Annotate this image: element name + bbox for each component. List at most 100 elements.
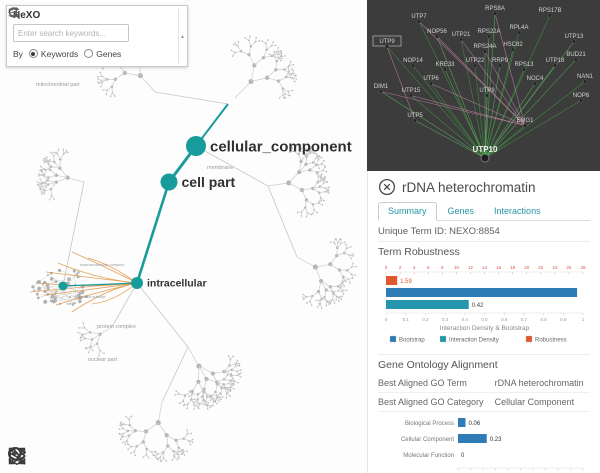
gene-label: RRP9	[492, 58, 509, 64]
tab-interactions[interactable]: Interactions	[494, 206, 541, 216]
alignment-row-category: Best Aligned GO Category Cellular Compon…	[378, 393, 590, 412]
search-input[interactable]	[13, 24, 129, 42]
svg-text:0.23: 0.23	[490, 437, 502, 443]
bar-biological-process	[458, 418, 466, 427]
gene-label: DIM1	[374, 84, 389, 90]
svg-text:10: 10	[454, 265, 460, 270]
gene-node[interactable]	[480, 153, 490, 163]
tab-genes[interactable]: Genes	[447, 206, 475, 216]
svg-text:0: 0	[385, 317, 388, 322]
gene-node[interactable]	[583, 79, 587, 84]
expand-all-button[interactable]	[9, 445, 135, 469]
gene-node[interactable]	[411, 63, 415, 68]
tree-node-intracellular[interactable]	[131, 277, 143, 289]
gene-node[interactable]	[417, 19, 421, 24]
gene-node[interactable]	[522, 67, 526, 72]
gene-node[interactable]	[579, 98, 583, 103]
gene-label: UTP8	[479, 88, 495, 94]
gene-node[interactable]	[429, 81, 433, 86]
gene-node[interactable]	[548, 13, 552, 18]
svg-text:0.2: 0.2	[422, 317, 429, 322]
svg-text:20: 20	[524, 265, 530, 270]
gene-label: UTP7	[411, 14, 427, 20]
gene-node[interactable]	[533, 81, 537, 86]
gene-label: RPS8A	[485, 6, 505, 12]
radio-keywords-label: Keywords	[40, 48, 79, 59]
gene-node[interactable]	[385, 44, 389, 49]
search-panel: NeXO By Keywords Genes	[6, 5, 188, 67]
gene-node[interactable]	[409, 93, 413, 98]
close-icon[interactable]	[378, 178, 396, 196]
gene-node[interactable]	[553, 63, 557, 68]
gene-node[interactable]	[511, 47, 515, 52]
gene-label: NOP6	[573, 93, 590, 99]
tree-node[interactable]	[58, 281, 68, 291]
svg-text:0.42: 0.42	[472, 303, 484, 309]
tree-node-cellular-component[interactable]	[186, 136, 206, 156]
gene-node[interactable]	[473, 63, 477, 68]
svg-text:12: 12	[468, 265, 474, 270]
radio-genes[interactable]: Genes	[84, 49, 121, 59]
refresh-icon[interactable]	[8, 7, 167, 41]
gene-label: RPL4A	[509, 25, 528, 31]
radio-keywords[interactable]: Keywords	[28, 48, 79, 59]
svg-text:0.1: 0.1	[403, 317, 410, 322]
svg-text:macromolecular complex: macromolecular complex	[80, 262, 124, 267]
alignment-value: Cellular Component	[494, 397, 575, 407]
gene-label: UTP5	[407, 113, 423, 119]
gene-node[interactable]	[483, 49, 487, 54]
gene-node[interactable]	[572, 39, 576, 44]
gene-label: NOP56	[427, 29, 447, 35]
gene-node[interactable]	[523, 123, 527, 128]
gene-label: UTP21	[452, 32, 471, 38]
gene-node[interactable]	[379, 89, 383, 94]
bar-bootstrap	[386, 288, 578, 297]
gene-label: UTP9	[379, 39, 395, 45]
svg-text:8: 8	[441, 265, 444, 270]
tree-node-label: cell part	[182, 174, 236, 190]
tab-summary[interactable]: Summary	[378, 202, 437, 221]
tree-branches	[31, 32, 357, 463]
tree-node-cell-part[interactable]	[160, 173, 178, 191]
gene-label: RPS22A	[477, 29, 500, 35]
settings-sliders-icon[interactable]	[8, 7, 181, 61]
gene-node[interactable]	[493, 11, 497, 16]
alignment-label: Best Aligned GO Category	[378, 397, 484, 407]
alignment-value: rDNA heterochromatin	[494, 378, 584, 388]
gene-node[interactable]	[498, 63, 502, 68]
gene-node[interactable]	[517, 30, 521, 35]
fit-to-screen-button[interactable]	[8, 445, 100, 469]
svg-text:protein complex: protein complex	[97, 324, 136, 330]
gene-node[interactable]	[574, 57, 578, 62]
panel-collapse-handle[interactable]: ▴	[178, 9, 186, 63]
layers-button[interactable]	[7, 445, 170, 469]
svg-text:0.7: 0.7	[521, 317, 528, 322]
svg-text:16: 16	[496, 265, 502, 270]
radio-genes-circle[interactable]	[84, 49, 94, 58]
gene-node[interactable]	[443, 67, 447, 72]
svg-text:1.59: 1.59	[400, 279, 412, 285]
gene-node[interactable]	[413, 118, 417, 123]
svg-text:26: 26	[566, 265, 572, 270]
term-title: rDNA heterochromatin	[402, 179, 536, 195]
gene-node[interactable]	[459, 37, 463, 42]
network-edges	[380, 13, 586, 159]
search-icon[interactable]	[8, 7, 148, 41]
gene-label: NAN1	[577, 74, 594, 80]
gene-node[interactable]	[487, 34, 491, 39]
radio-keywords-circle[interactable]	[28, 49, 38, 58]
details-tabs: Summary Genes Interactions	[378, 202, 590, 221]
svg-text:0.6: 0.6	[501, 317, 508, 322]
zoom-out-button[interactable]	[8, 445, 65, 469]
selected-path	[58, 103, 229, 291]
gene-node[interactable]	[435, 34, 439, 39]
svg-text:28: 28	[580, 265, 586, 270]
gene-node[interactable]	[485, 93, 489, 98]
